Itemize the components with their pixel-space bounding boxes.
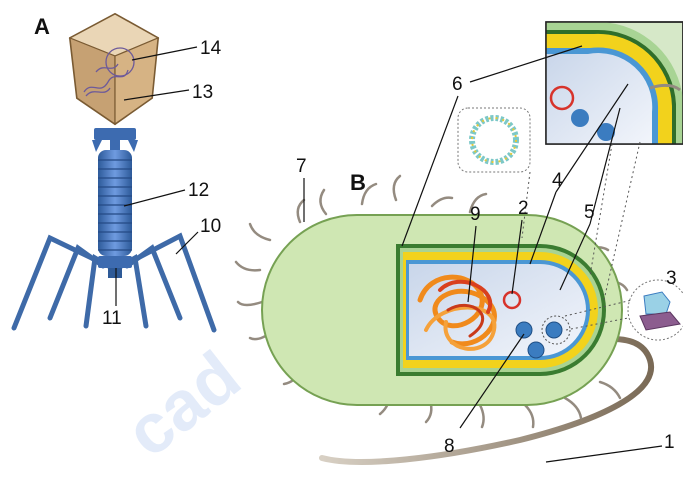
- label-1: 1: [664, 432, 675, 453]
- label-4: 4: [552, 170, 563, 191]
- inset-plasmid: [458, 108, 530, 172]
- capsid: [70, 14, 158, 124]
- inset-envelope: [546, 22, 683, 144]
- watermark-text: cad: [111, 336, 254, 472]
- label-14: 14: [200, 38, 222, 59]
- panel-label-b: B: [350, 170, 366, 195]
- label-3: 3: [666, 268, 677, 289]
- label-12: 12: [188, 180, 209, 201]
- label-11: 11: [102, 308, 122, 329]
- inset-ribosome: [628, 280, 683, 340]
- label-8: 8: [444, 436, 455, 457]
- label-9: 9: [470, 204, 481, 225]
- panel-label-a: A: [34, 14, 50, 39]
- label-10: 10: [200, 216, 221, 237]
- label-7: 7: [296, 156, 307, 177]
- cutaway: [396, 244, 606, 376]
- tail-sheath: [92, 128, 138, 278]
- label-5: 5: [584, 202, 595, 223]
- label-2: 2: [518, 198, 529, 219]
- bacteriophage: [14, 14, 214, 330]
- label-13: 13: [192, 82, 213, 103]
- label-6: 6: [452, 74, 463, 95]
